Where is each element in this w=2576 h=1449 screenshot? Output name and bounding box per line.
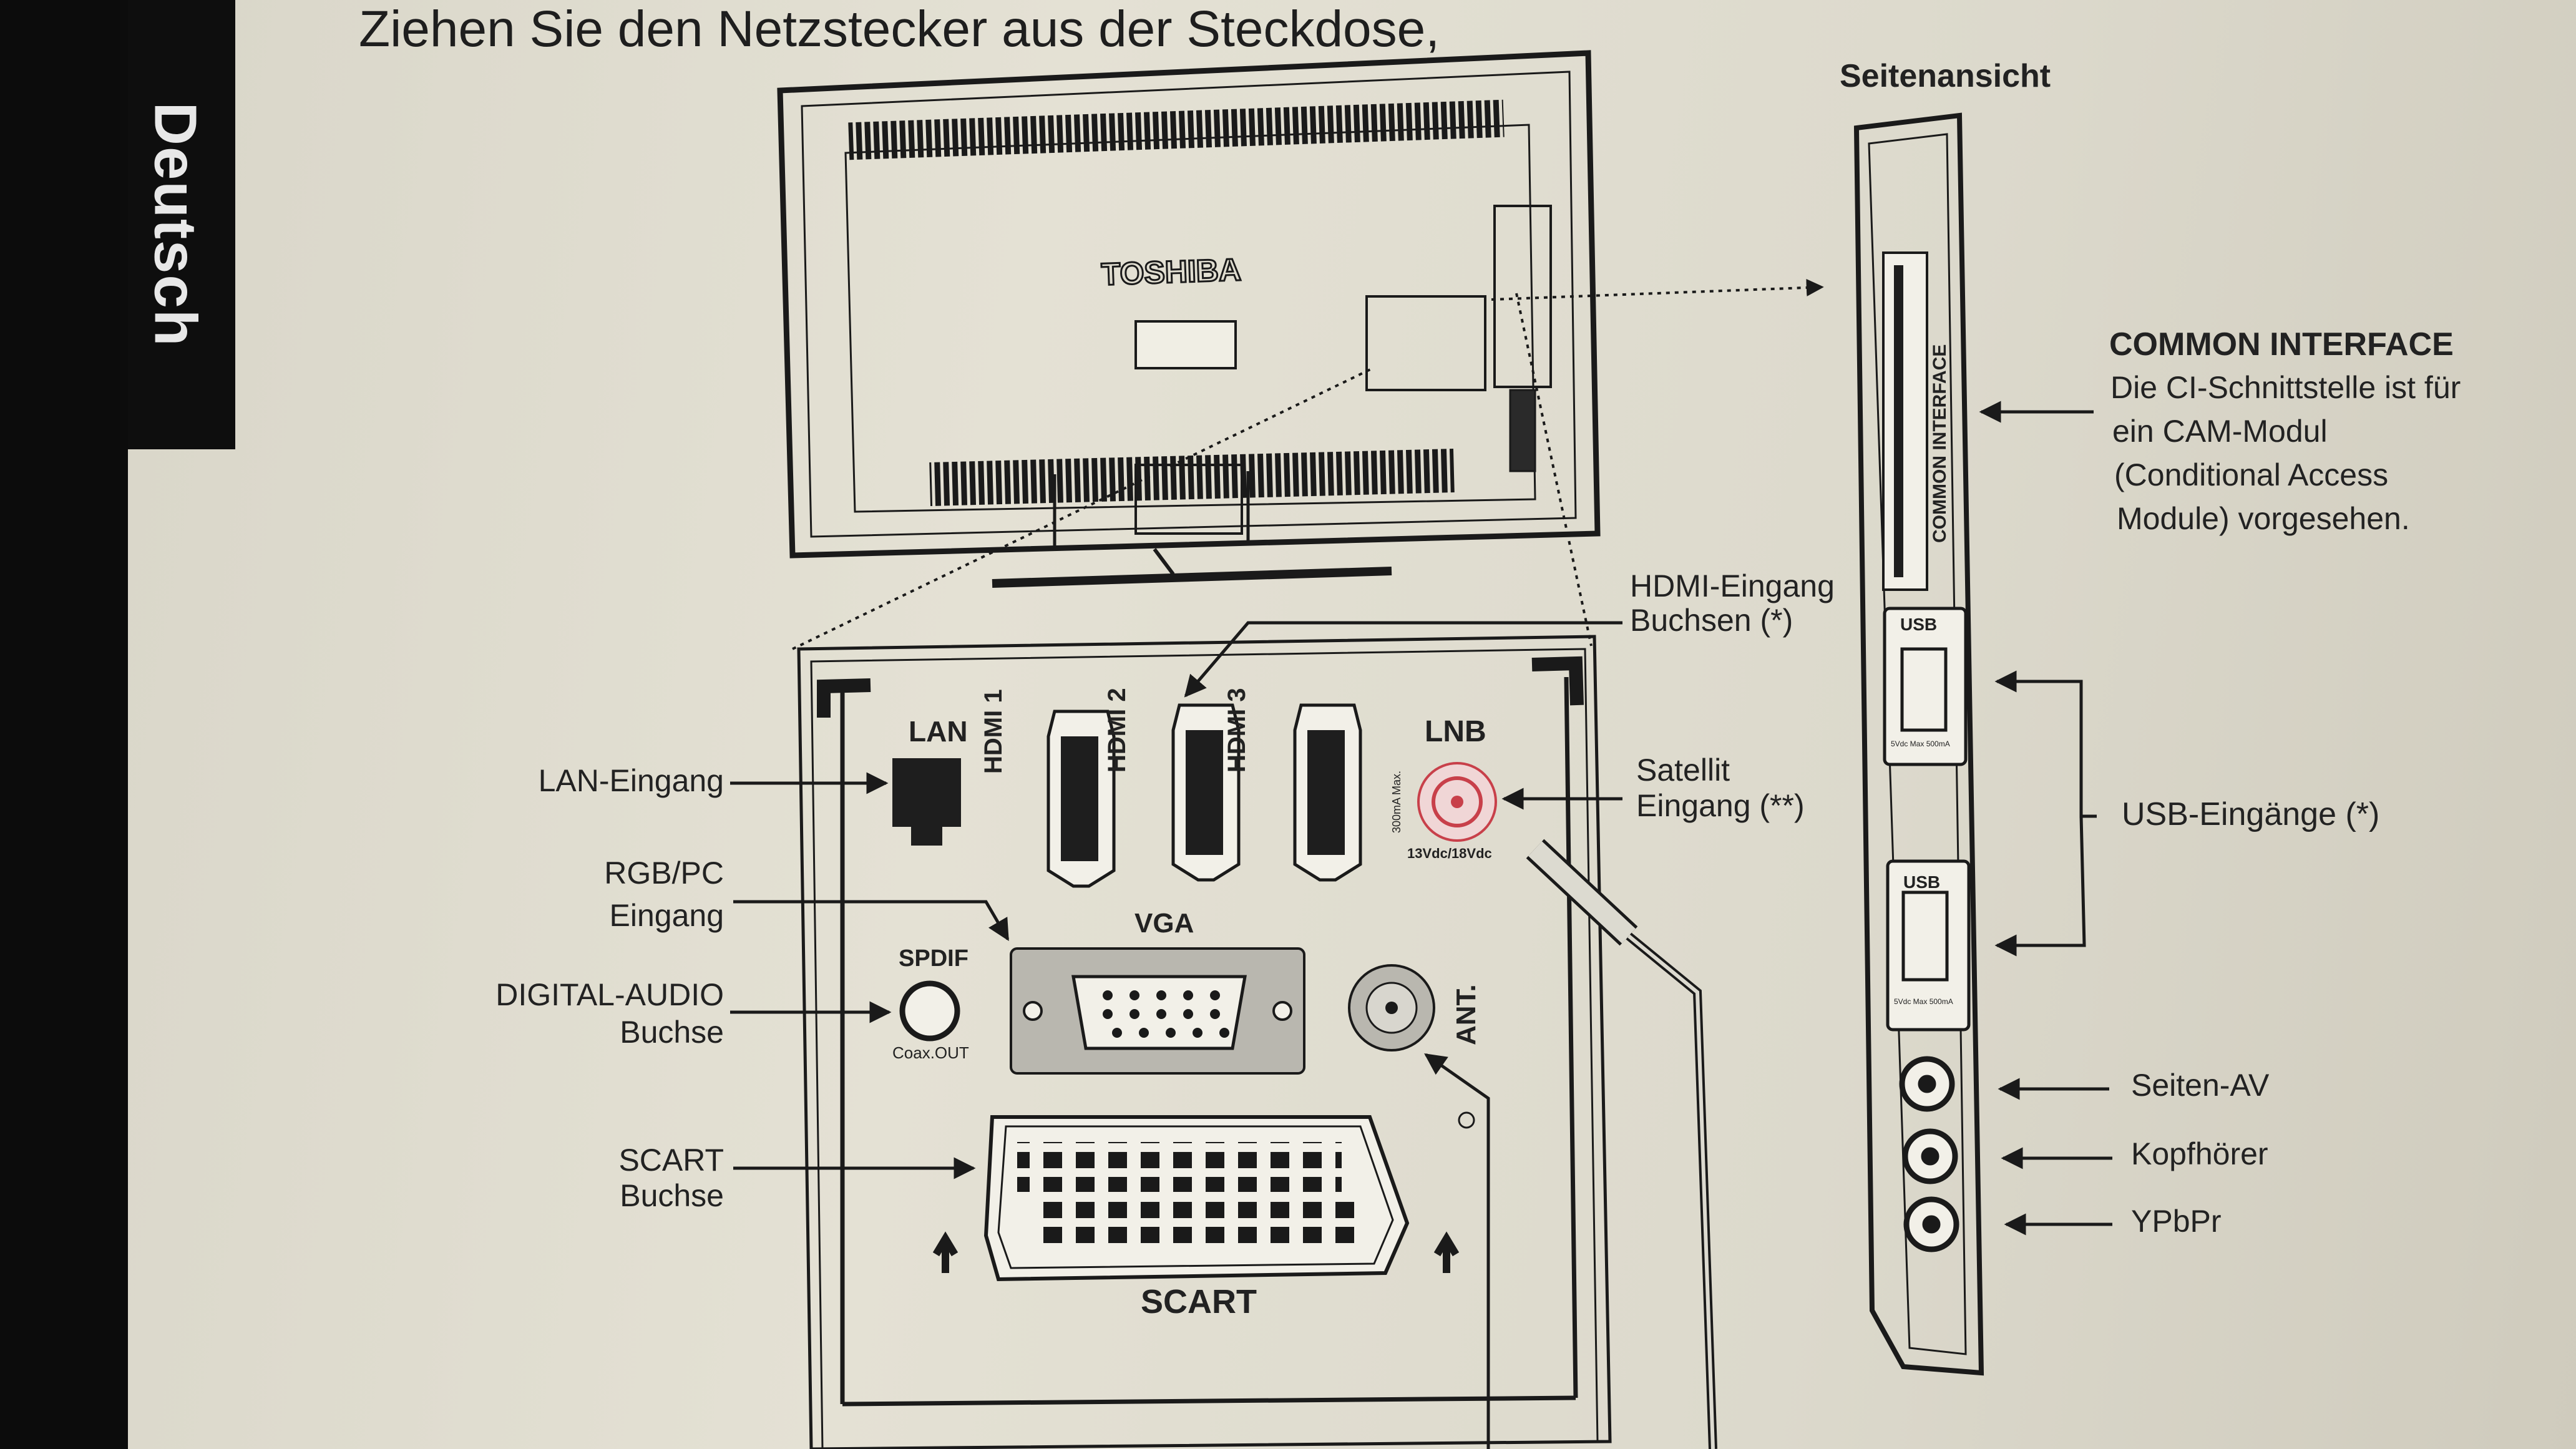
callout-sat-line2: Eingang (**) [1636,788,1805,823]
spdif-jack [899,980,960,1042]
label-usb-2: USB [1903,872,1941,892]
callout-ypbpr: YPbPr [2131,1204,2222,1239]
label-usb-2-rating: 5Vdc Max 500mA [1894,997,1953,1006]
label-spdif: SPDIF [899,945,968,972]
callout-rgb-line2: Eingang [609,898,724,933]
callout-scart-line1: SCART [618,1143,724,1178]
lan-port [892,758,961,846]
label-lan: LAN [909,715,968,748]
label-usb-1: USB [1900,615,1938,634]
callout-headphones: Kopfhörer [2131,1136,2268,1171]
arrow-usb [1997,680,2097,947]
label-lnb-rating: 300mA Max. [1390,770,1403,833]
label-vga: VGA [1134,908,1194,939]
label-scart: SCART [1141,1283,1257,1320]
callout-sat-line1: Satellit [1636,753,1730,788]
antenna-port [1348,964,1475,1129]
zoom-leader-lines [792,278,1824,650]
label-hdmi1: HDMI 1 [980,689,1007,774]
callout-scart-line2: Buchse [620,1178,724,1213]
label-ant: ANT. [1451,984,1481,1045]
label-lnb-voltage: 13Vdc/18Vdc [1407,846,1492,861]
label-usb-1-rating: 5Vdc Max 500mA [1891,739,1950,748]
callout-ci-desc-2: ein CAM-Modul [2112,414,2328,449]
arrow-ant [1424,1053,1490,1449]
callout-arrows [730,401,2112,1449]
callout-digital-line2: Buchse [620,1015,724,1050]
arrow-hdmi [1184,621,1622,698]
callout-hdmi-line2: Buchsen (*) [1630,603,1793,638]
side-view-title: Seitenansicht [1840,58,2051,94]
satellite-cable [1526,839,1717,1449]
scart-port [932,1115,1460,1282]
callout-digital-line1: DIGITAL-AUDIO [495,977,724,1012]
label-hdmi3: HDMI 3 [1223,688,1251,773]
lnb-port [1417,762,1497,842]
label-ci-slot: COMMON INTERFACE [1930,344,1950,543]
label-lnb: LNB [1425,715,1486,748]
callout-usb: USB-Eingänge (*) [2122,796,2380,832]
arrow-rgb [733,900,1010,942]
callout-ci-desc-3: (Conditional Access [2114,457,2389,492]
callout-rgb-line1: RGB/PC [604,856,724,890]
hdmi-ports [1046,703,1362,888]
callout-lan: LAN-Eingang [538,763,724,798]
vga-port [1010,947,1305,1075]
callout-ci-desc-4: Module) vorgesehen. [2117,501,2410,536]
label-coax: Coax.OUT [892,1043,969,1062]
label-hdmi2: HDMI 2 [1103,688,1131,773]
tv-brand-logo: TOSHIBA [1101,252,1242,292]
tv-side-view [1853,112,1984,1376]
callout-hdmi-line1: HDMI-Eingang [1630,568,1835,603]
callout-ci-title: COMMON INTERFACE [2109,326,2454,363]
callout-side-av: Seiten-AV [2131,1068,2270,1103]
tv-rear-view [777,50,1601,588]
callout-ci-desc-1: Die CI-Schnittstelle ist für [2110,370,2461,405]
instruction-heading: Ziehen Sie den Netzstecker aus der Steck… [359,1,1440,57]
language-tab [128,0,235,449]
